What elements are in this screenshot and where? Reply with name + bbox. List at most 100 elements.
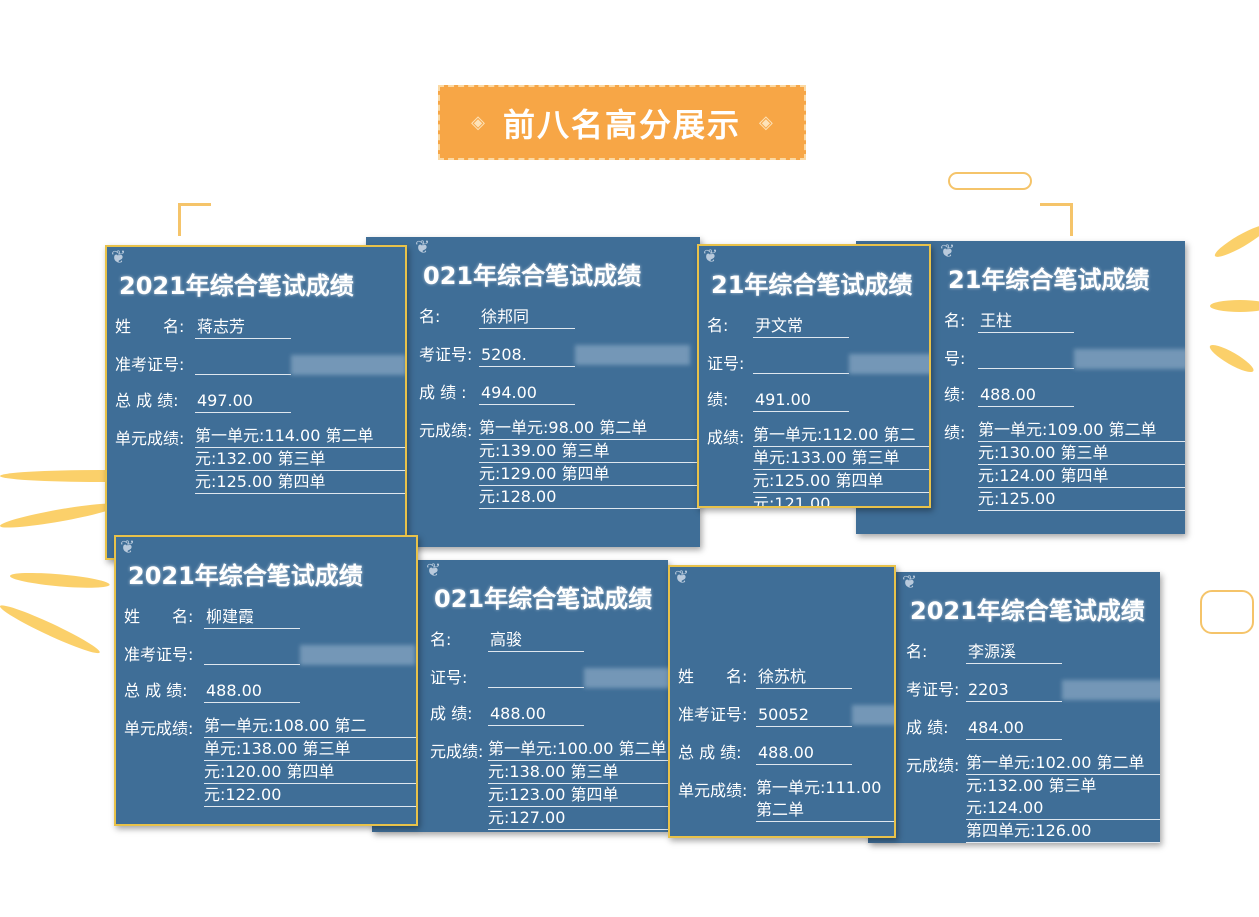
redacted-id (584, 668, 668, 688)
unit-scores-field: 绩: 第一单元:109.00 第二单元:130.00 第三单元:124.00 第四… (944, 419, 1185, 511)
exam-id-field: 证号: (430, 668, 668, 688)
exam-id-field: 号: (944, 349, 1185, 369)
redacted-id (575, 345, 690, 365)
laurel-logo-icon: ❦ (120, 537, 136, 558)
unit-score-line: 元:125.00 第四单 (753, 470, 929, 493)
unit-score-line: 第一单元:100.00 第二单 (488, 738, 668, 761)
exam-id-field: 考证号:5208. (419, 345, 700, 367)
unit-score-line: 元:139.00 第三单 (479, 440, 700, 463)
card-title: 021年综合笔试成绩 (423, 262, 642, 290)
field-value: 2203 (966, 680, 1062, 702)
field-value: 491.00 (753, 390, 849, 412)
field-label: 单元成绩: (115, 429, 185, 448)
unit-score-line: 元:128.00 (479, 486, 700, 509)
unit-scores-field: 单元成绩:第一单元:114.00 第二单元:132.00 第三单元:125.00… (115, 425, 405, 494)
field-label: 准考证号: (124, 645, 194, 664)
field-value: 王柱 (978, 311, 1074, 333)
field-label: 成绩: (707, 428, 745, 447)
card-title: 2021年综合笔试成绩 (128, 562, 363, 590)
laurel-logo-icon: ❦ (111, 247, 127, 268)
laurel-logo-icon: ❦ (674, 567, 690, 588)
card-title: 21年综合笔试成绩 (711, 271, 913, 299)
score-card: ❦ 021年综合笔试成绩名: 徐邦同考证号:5208. 成 绩 :494.00 元成绩:… (366, 237, 700, 547)
name-field: 姓 名:柳建霞 (124, 607, 416, 629)
unit-score-line: 元:129.00 第四单 (479, 463, 700, 486)
total-score-field: 总 成 绩: 488.00 (124, 681, 416, 703)
field-label: 元成绩: (906, 756, 960, 775)
redacted-id (300, 645, 415, 665)
field-value: 徐邦同 (479, 307, 575, 329)
cloud-ornament (948, 172, 1032, 190)
banner-title: 前八名高分展示 (502, 105, 741, 144)
total-score-field: 成 绩:484.00 (906, 718, 1160, 740)
field-label: 总 成 绩: (124, 681, 188, 700)
exam-id-field: 准考证号: (115, 355, 405, 375)
unit-score-line: 元:122.00 (204, 784, 416, 807)
name-field: 名:尹文常 (707, 316, 929, 338)
name-field: 名:王柱 (944, 311, 1185, 333)
name-field: 姓 名:蒋志芳 (115, 317, 405, 339)
field-label: 号: (944, 349, 966, 368)
field-value: 488.00 (756, 743, 852, 765)
field-label: 考证号: (419, 345, 473, 364)
exam-id-field: 准考证号: (124, 645, 416, 665)
field-label: 绩: (944, 423, 966, 442)
field-label: 总 成 绩: (678, 743, 742, 762)
field-label: 姓 名: (678, 667, 748, 686)
unit-scores-field: 元成绩:第一单元:100.00 第二单元:138.00 第三单元:123.00 … (430, 738, 668, 830)
laurel-logo-icon: ❦ (940, 241, 956, 262)
unit-score-line: 第一单元:98.00 第二单 (479, 417, 700, 440)
cloud-ornament (1200, 590, 1254, 634)
total-score-field: 总 成 绩: 488.00 (678, 743, 894, 765)
field-value: 488.00 (204, 681, 300, 703)
field-value: 尹文常 (753, 316, 849, 338)
field-label: 单元成绩: (678, 781, 748, 800)
field-label: 元成绩: (419, 421, 473, 440)
unit-scores-list: 第一单元:109.00 第二单元:130.00 第三单元:124.00 第四单元… (978, 419, 1185, 511)
score-card: ❦ 2021年综合笔试成绩姓 名:蒋志芳准考证号: 总 成 绩:497.00 单元成绩… (105, 245, 407, 560)
field-label: 名: (419, 307, 441, 326)
total-score-field: 总 成 绩:497.00 (115, 391, 405, 413)
field-value: 488.00 (978, 385, 1074, 407)
redacted-id (849, 354, 929, 374)
total-score-field: 绩:488.00 (944, 385, 1185, 407)
corner-ornament (1040, 203, 1073, 236)
card-title: 021年综合笔试成绩 (434, 585, 653, 613)
field-value (204, 645, 300, 665)
field-label: 证号: (707, 354, 745, 373)
unit-score-line: 元:130.00 第三单 (978, 442, 1185, 465)
field-label: 准考证号: (678, 705, 748, 724)
laurel-logo-icon: ❦ (415, 237, 431, 258)
card-title: 2021年综合笔试成绩 (910, 597, 1145, 625)
unit-score-line: 元:132.00 第三单 (195, 448, 405, 471)
field-label: 证号: (430, 668, 468, 687)
field-label: 姓 名: (115, 317, 185, 336)
unit-score-line: 单元:138.00 第三单 (204, 738, 416, 761)
unit-score-line: 元:138.00 第三单 (488, 761, 668, 784)
field-value (195, 355, 291, 375)
field-value (753, 354, 849, 374)
card-title: 2021年综合笔试成绩 (119, 272, 354, 300)
field-label: 名: (430, 630, 452, 649)
ray (9, 570, 111, 591)
laurel-logo-icon: ❦ (902, 572, 918, 593)
unit-scores-field: 单元成绩:第一单元:108.00 第二单元:138.00 第三单元:120.00… (124, 715, 416, 807)
unit-score-line: 元:120.00 第四单 (204, 761, 416, 784)
unit-scores-list: 第一单元:100.00 第二单元:138.00 第三单元:123.00 第四单元… (488, 738, 668, 830)
total-score-field: 绩:491.00 (707, 390, 929, 412)
unit-score-line: 第四单元:126.00 (966, 820, 1160, 843)
field-value: 484.00 (966, 718, 1062, 740)
field-value (488, 668, 584, 688)
unit-score-line: 第一单元:109.00 第二单 (978, 419, 1185, 442)
unit-score-line: 元:125.00 第四单 (195, 471, 405, 494)
unit-score-line: 第一单元:111.00 第二单 (756, 777, 894, 822)
field-label: 准考证号: (115, 355, 185, 374)
total-score-field: 成 绩 :494.00 (419, 383, 700, 405)
